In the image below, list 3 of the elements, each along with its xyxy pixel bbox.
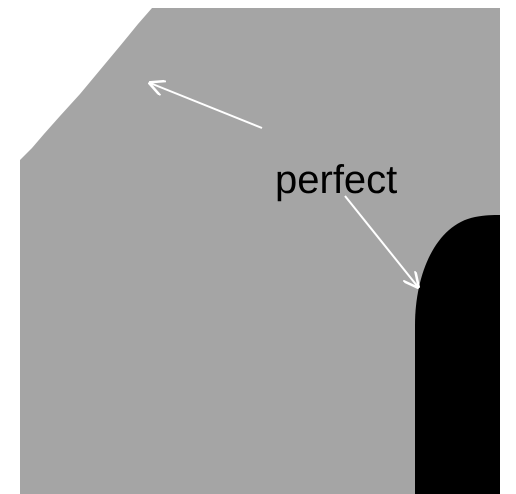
callout-text: perfect [275,158,398,203]
leader-arrow [147,80,262,129]
leader-arrow [344,195,420,290]
